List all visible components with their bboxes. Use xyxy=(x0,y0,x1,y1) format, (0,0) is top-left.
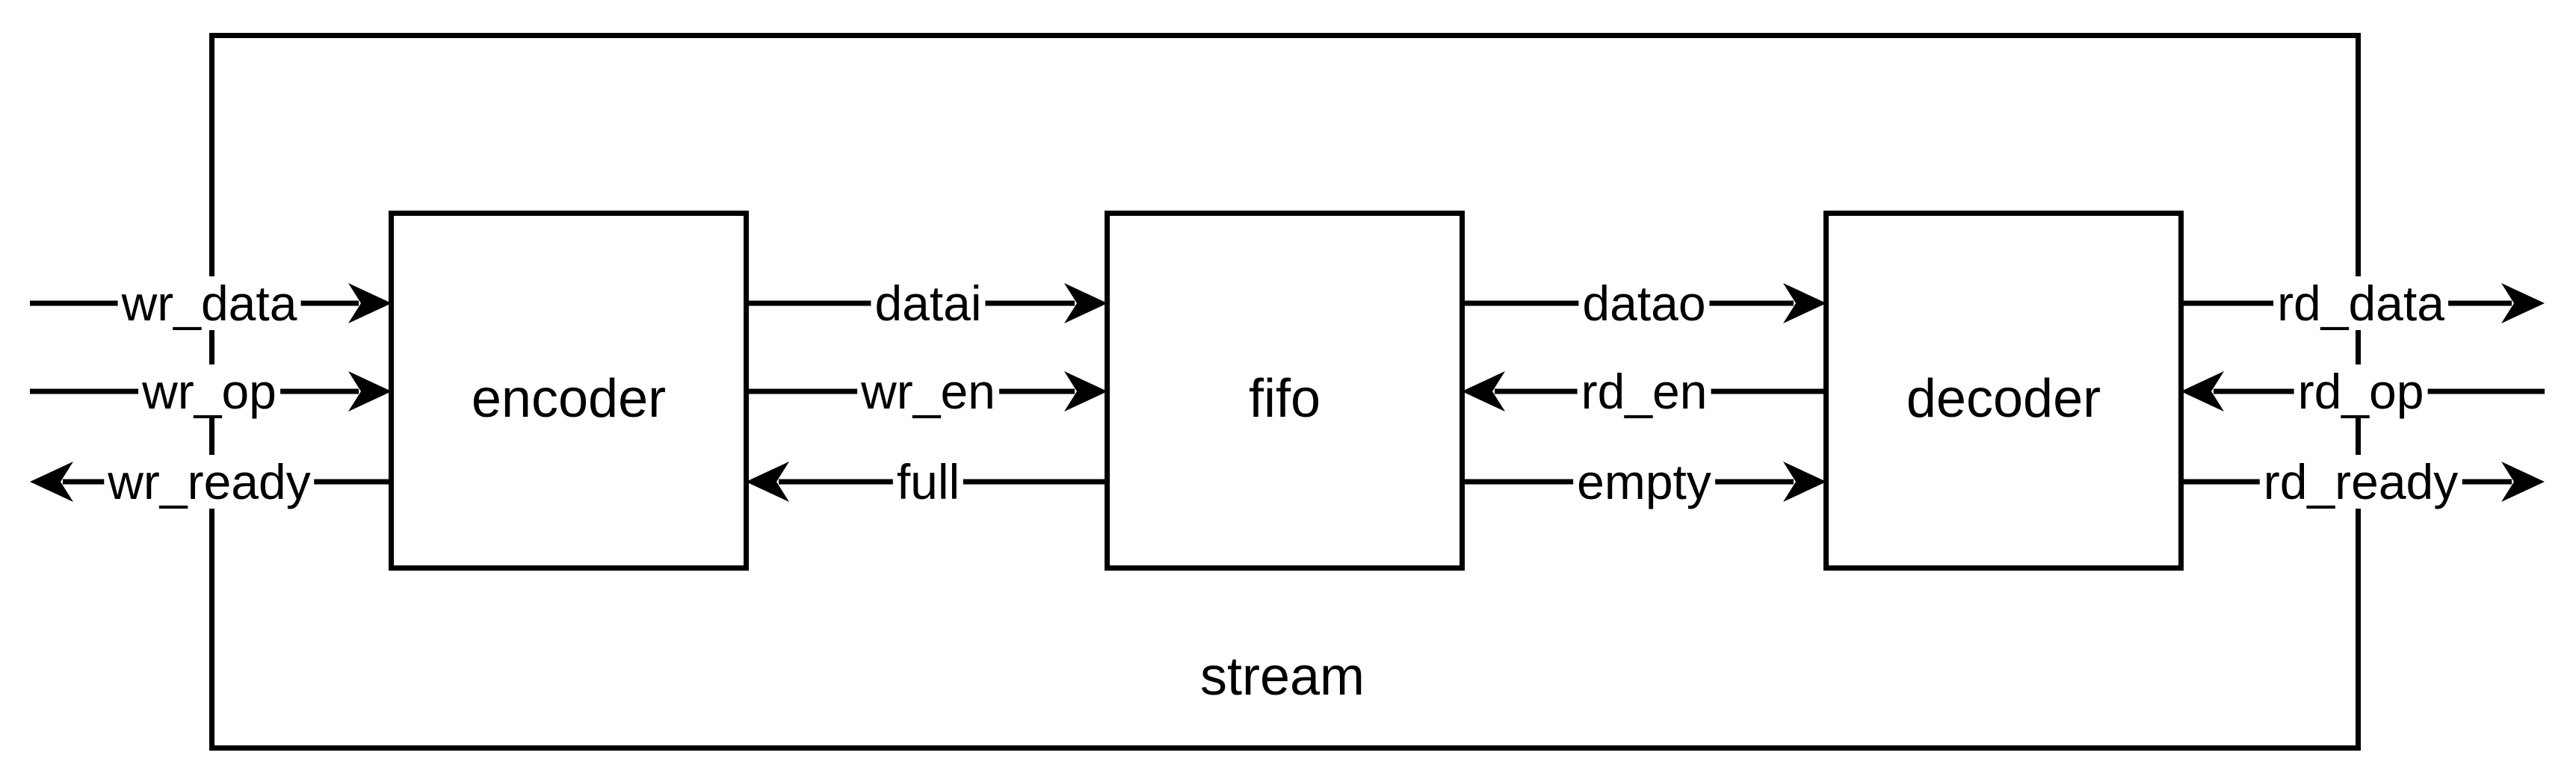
signal-label-datai: datai xyxy=(871,276,986,330)
fifo-block: fifo xyxy=(1105,211,1465,571)
signal-label-full: full xyxy=(892,455,964,509)
decoder-block: decoder xyxy=(1823,211,2184,571)
datai-arrowhead-right xyxy=(1064,283,1108,323)
wr-data-arrowhead-right xyxy=(348,283,392,323)
full-arrowhead-left xyxy=(746,462,789,502)
stream-title-label: stream xyxy=(1199,647,1365,707)
empty-arrowhead-right xyxy=(1783,462,1826,502)
encoder-block: encoder xyxy=(389,211,749,571)
port-label-wr-data: wr_data xyxy=(117,276,301,330)
port-label-wr-op: wr_op xyxy=(138,364,280,418)
signal-label-wr-en: wr_en xyxy=(857,364,999,418)
rd-en-arrowhead-left xyxy=(1462,371,1505,412)
port-label-rd-ready: rd_ready xyxy=(2259,455,2462,509)
decoder-block-label: decoder xyxy=(1906,369,2101,429)
port-label-wr-ready: wr_ready xyxy=(104,455,315,509)
rd-data-arrowhead-right xyxy=(2501,283,2545,323)
wr-op-arrowhead-right xyxy=(348,371,392,412)
signal-label-empty: empty xyxy=(1573,455,1715,509)
signal-label-datao: datao xyxy=(1578,276,1710,330)
rd-ready-arrowhead-right xyxy=(2501,462,2545,502)
encoder-block-label: encoder xyxy=(471,369,667,429)
port-label-rd-op: rd_op xyxy=(2294,364,2428,418)
rd-op-arrowhead-left xyxy=(2181,371,2224,412)
datao-arrowhead-right xyxy=(1783,283,1826,323)
wr-en-arrowhead-right xyxy=(1064,371,1108,412)
port-label-rd-data: rd_data xyxy=(2273,276,2448,330)
fifo-block-label: fifo xyxy=(1248,369,1321,429)
signal-label-rd-en: rd_en xyxy=(1577,364,1711,418)
wr-ready-arrowhead-left xyxy=(30,462,73,502)
